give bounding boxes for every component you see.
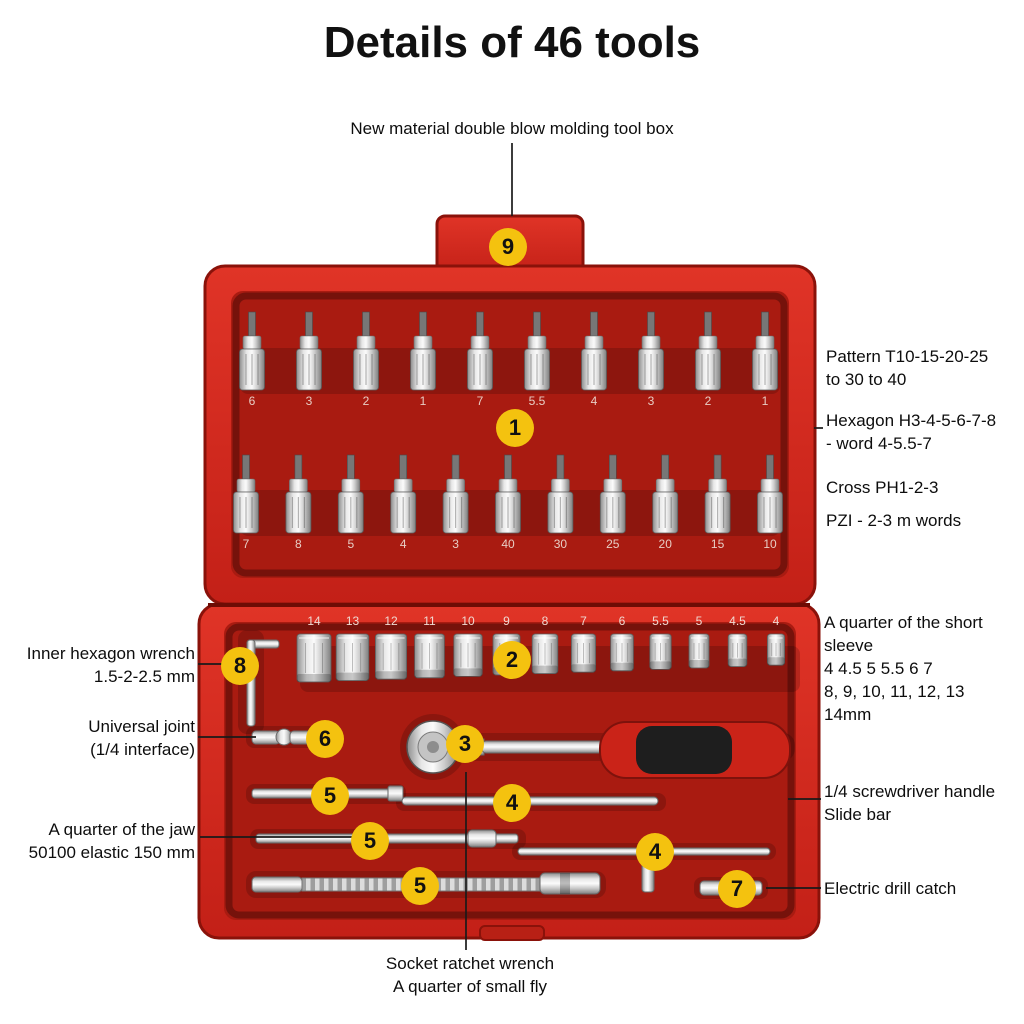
bit-size-label: 20: [659, 537, 673, 551]
bit-size-label: 40: [501, 537, 515, 551]
driver-bit: 30: [547, 454, 574, 551]
socket: 13: [335, 614, 370, 681]
callout-inner-hex: Inner hexagon wrench 1.5-2-2.5 mm: [26, 644, 195, 686]
socket-size-label: 12: [384, 614, 398, 628]
socket-size-label: 8: [542, 614, 549, 628]
badge-5: 5: [311, 777, 349, 815]
socket-size-label: 4.5: [729, 614, 746, 628]
driver-bit: 7: [233, 454, 259, 551]
driver-bit: 20: [652, 454, 679, 551]
bit-row-2: 7 8 5 4 3 40 30 25 20 15 10: [233, 454, 783, 551]
socket: 5: [688, 614, 710, 669]
socket-size-label: 5: [696, 614, 703, 628]
socket-size-label: 4: [773, 614, 780, 628]
bit-size-label: 4: [400, 537, 407, 551]
leader-lines: [198, 143, 823, 950]
universal-joint: [251, 728, 313, 746]
driver-bit: 6: [239, 311, 265, 408]
callout-drill-catch: Electric drill catch: [824, 879, 957, 898]
driver-bit: 4: [581, 311, 607, 408]
badge-9: 9: [489, 228, 527, 266]
bit-size-label: 7: [477, 394, 484, 408]
bit-size-label: 10: [763, 537, 777, 551]
socket-size-label: 5.5: [652, 614, 669, 628]
callout-toolbox: New material double blow molding tool bo…: [350, 119, 674, 138]
bit-size-label: 25: [606, 537, 620, 551]
bit-size-label: 30: [554, 537, 568, 551]
socket: 11: [414, 614, 445, 679]
socket: 12: [374, 614, 407, 680]
screwdriver-handle: [599, 721, 791, 779]
bit-size-label: 3: [648, 394, 655, 408]
socket-size-label: 6: [619, 614, 626, 628]
callout-hexagon: Hexagon H3-4-5-6-7-8 - word 4-5.5-7: [826, 411, 997, 453]
badge-4: 4: [636, 833, 674, 871]
bit-size-label: 3: [452, 537, 459, 551]
callout-universal-joint: Universal joint (1/4 interface): [88, 717, 195, 759]
badge-2: 2: [493, 641, 531, 679]
bit-size-label: 2: [705, 394, 712, 408]
bit-size-label: 8: [295, 537, 302, 551]
badge-4: 4: [493, 784, 531, 822]
badge-1: 1: [496, 409, 534, 447]
socket-size-label: 11: [423, 614, 436, 628]
badge-6: 6: [306, 720, 344, 758]
socket-size-label: 7: [580, 614, 587, 628]
socket: 8: [531, 614, 559, 674]
driver-bit: 10: [757, 454, 783, 551]
bit-size-label: 1: [762, 394, 769, 408]
driver-bit: 8: [285, 454, 312, 551]
driver-bit: 2: [353, 311, 379, 408]
bit-size-label: 5.5: [529, 394, 546, 408]
callout-pattern: Pattern T10-15-20-25 to 30 to 40: [826, 347, 989, 389]
driver-bit: 3: [296, 311, 322, 408]
callout-jaw: A quarter of the jaw 50100 elastic 150 m…: [28, 820, 195, 862]
driver-bit: 2: [695, 311, 721, 408]
bit-size-label: 3: [306, 394, 313, 408]
driver-bit: 1: [410, 311, 436, 408]
bit-row-1: 6 3 2 1 7 5.5 4 3 2 1: [239, 311, 778, 408]
driver-bit: 3: [442, 454, 469, 551]
socket: 4.5: [727, 614, 748, 667]
socket-size-label: 13: [346, 614, 360, 628]
bit-size-label: 1: [420, 394, 427, 408]
callout-short-sleeve: A quarter of the short sleeve 4 4.5 5 5.…: [824, 613, 983, 724]
socket: 7: [571, 614, 597, 673]
socket: 4: [767, 614, 786, 666]
socket: 10: [453, 614, 483, 677]
badge-5: 5: [401, 867, 439, 905]
badge-8: 8: [221, 647, 259, 685]
socket: 14: [296, 614, 332, 683]
socket-size-label: 10: [461, 614, 475, 628]
driver-bit: 15: [704, 454, 731, 551]
socket: 6: [610, 614, 634, 672]
driver-bit: 5: [337, 454, 364, 551]
badge-3: 3: [446, 725, 484, 763]
callout-pzi: PZI - 2-3 m words: [826, 511, 962, 530]
bit-size-label: 15: [711, 537, 725, 551]
driver-bit: 5.5: [524, 311, 550, 408]
bit-size-label: 2: [363, 394, 370, 408]
driver-bit: 3: [638, 311, 664, 408]
bit-size-label: 7: [243, 537, 250, 551]
socket-size-label: 9: [503, 614, 510, 628]
socket-size-label: 14: [307, 614, 321, 628]
driver-bit: 4: [390, 454, 417, 551]
callout-screwdriver: 1/4 screwdriver handle Slide bar: [824, 782, 996, 824]
bit-size-label: 5: [347, 537, 354, 551]
driver-bit: 40: [495, 454, 521, 551]
bit-size-label: 6: [249, 394, 256, 408]
driver-bit: 1: [752, 311, 778, 408]
driver-bit: 7: [467, 311, 493, 408]
callout-ratchet: Socket ratchet wrench A quarter of small…: [385, 954, 555, 996]
socket: 5.5: [649, 614, 672, 670]
badge-7: 7: [718, 870, 756, 908]
page-title: Details of 46 tools: [323, 18, 701, 67]
badge-5: 5: [351, 822, 389, 860]
bit-size-label: 4: [591, 394, 598, 408]
driver-bit: 25: [599, 454, 626, 551]
callout-cross: Cross PH1-2-3: [826, 478, 939, 497]
